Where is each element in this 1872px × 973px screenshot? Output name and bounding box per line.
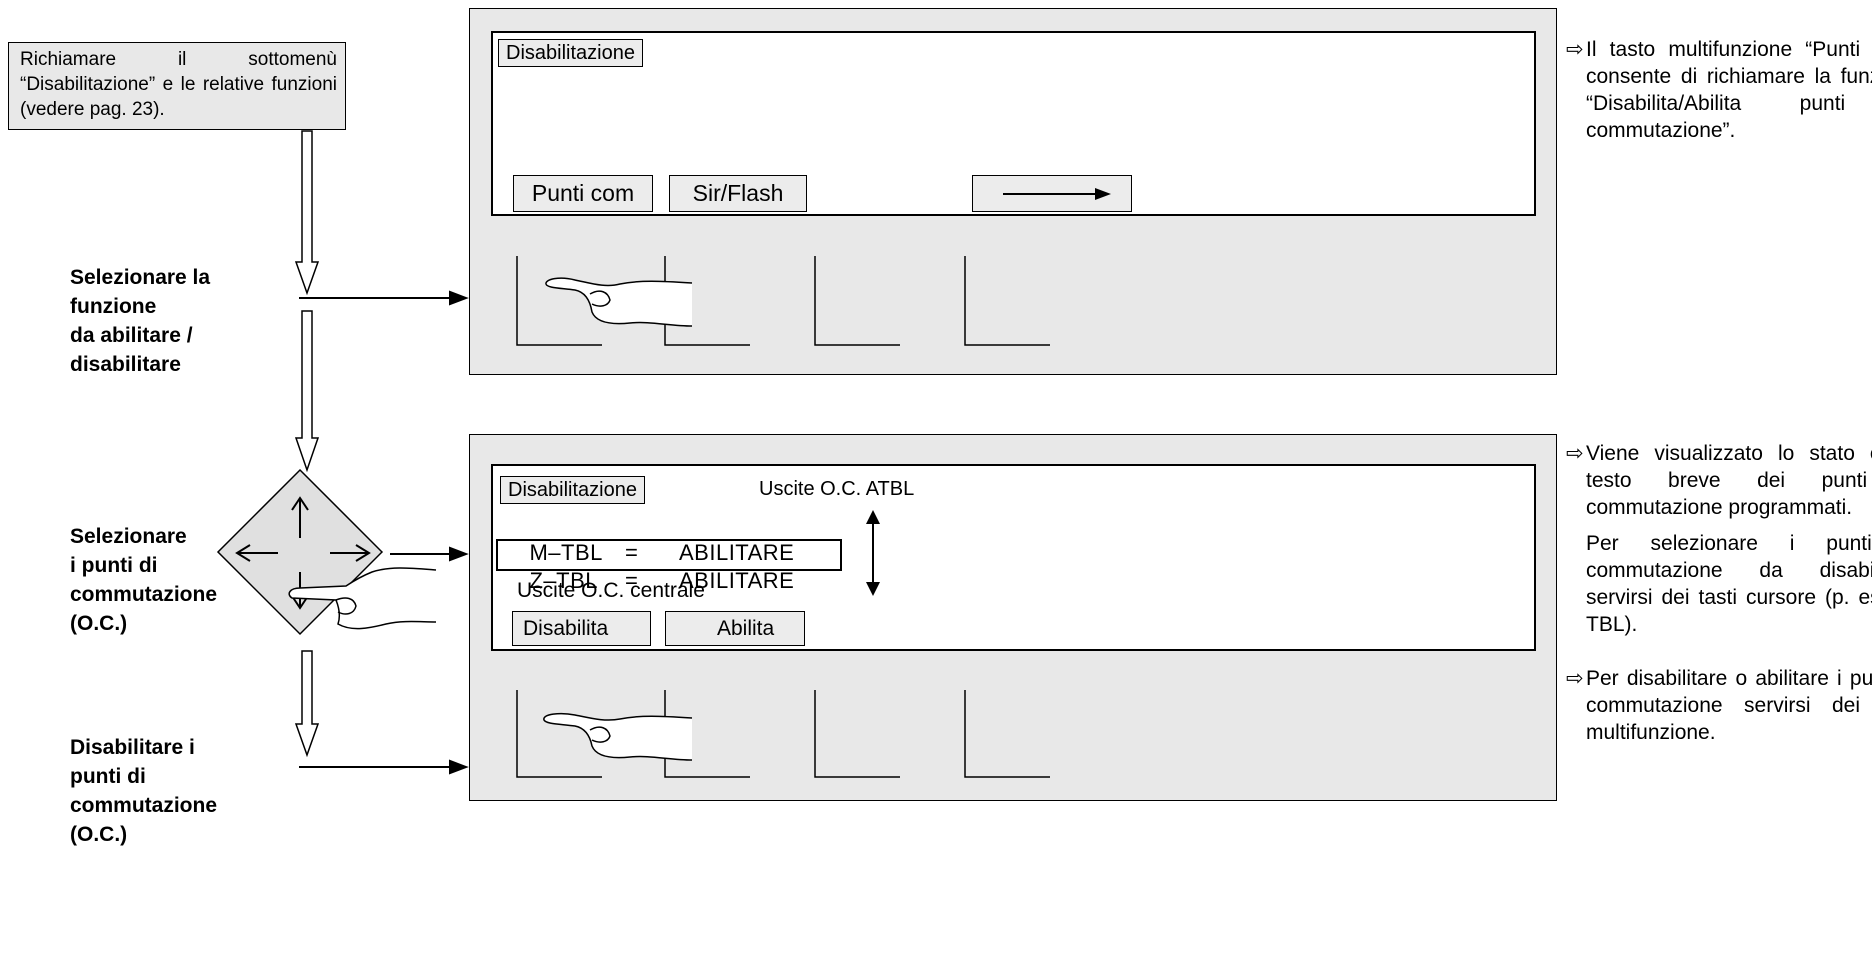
- pointing-hand-icon: [288, 567, 437, 630]
- pointing-hand-icon: [545, 277, 693, 327]
- oc-eq: =: [625, 568, 639, 593]
- softkey-disabilita[interactable]: Disabilita: [512, 611, 651, 646]
- softkey-punti-com[interactable]: Punti com: [513, 175, 653, 212]
- selection-highlight: [496, 539, 842, 571]
- softkey-abilita[interactable]: Abilita: [665, 611, 805, 646]
- step-label-1: Selezionare la funzione da abilitare / d…: [70, 266, 211, 376]
- down-hollow-arrow-1: [294, 130, 320, 296]
- oc-eq: =: [625, 540, 639, 565]
- menu-tag-disabilitazione: Disabilitazione: [498, 39, 643, 67]
- oc-row-z-tbl[interactable]: Z–TBL = ABILITARE: [503, 542, 793, 620]
- step-label-3: Disabilitare i punti di commutazione (O.…: [70, 736, 218, 846]
- softkey-next[interactable]: [972, 175, 1132, 212]
- step-label-2: Selezionare i punti di commutazione (O.C…: [70, 525, 218, 635]
- display-screen-2: Disabilitazione Uscite O.C. ATBL M–TBL = A…: [491, 464, 1536, 651]
- hollow-right-arrow-icon: ⇨: [1566, 667, 1584, 690]
- menu-tag-disabilitazione: Disabilitazione: [500, 476, 645, 504]
- softkey-sir-flash[interactable]: Sir/Flash: [669, 175, 807, 212]
- central-outputs-label: Uscite O.C. centrale: [517, 579, 705, 602]
- arrow-right-icon: [330, 544, 371, 562]
- hollow-right-arrow-icon: ⇨: [1566, 442, 1584, 465]
- oc-value: ABILITARE: [679, 540, 795, 565]
- outputs-header: Uscite O.C. ATBL: [759, 478, 915, 500]
- connector-arrowhead-2: [449, 546, 469, 562]
- oc-row-m-tbl[interactable]: M–TBL = ABILITARE: [503, 514, 793, 592]
- hollow-right-arrow-icon: ⇨: [1566, 38, 1584, 61]
- connector-arrowhead-1: [449, 290, 469, 306]
- display-screen-1: Disabilitazione Punti com Sir/Flash: [491, 31, 1536, 216]
- oc-value: ABILITARE: [679, 568, 795, 593]
- oc-name: Z–TBL: [529, 568, 598, 593]
- down-hollow-arrow-2: [294, 310, 320, 473]
- arrow-left-icon: [235, 544, 278, 562]
- down-hollow-arrow-3: [294, 650, 320, 758]
- pointing-hand-icon: [543, 712, 693, 761]
- intro-instruction-box: Richiamare il sottomenù “Disabilitazione…: [8, 42, 346, 130]
- arrow-up-icon: [291, 496, 309, 538]
- right-arrow-icon: [1003, 188, 1111, 200]
- connector-arrowhead-3: [449, 759, 469, 775]
- oc-name: M–TBL: [529, 540, 603, 565]
- up-down-arrow-icon: [866, 510, 880, 596]
